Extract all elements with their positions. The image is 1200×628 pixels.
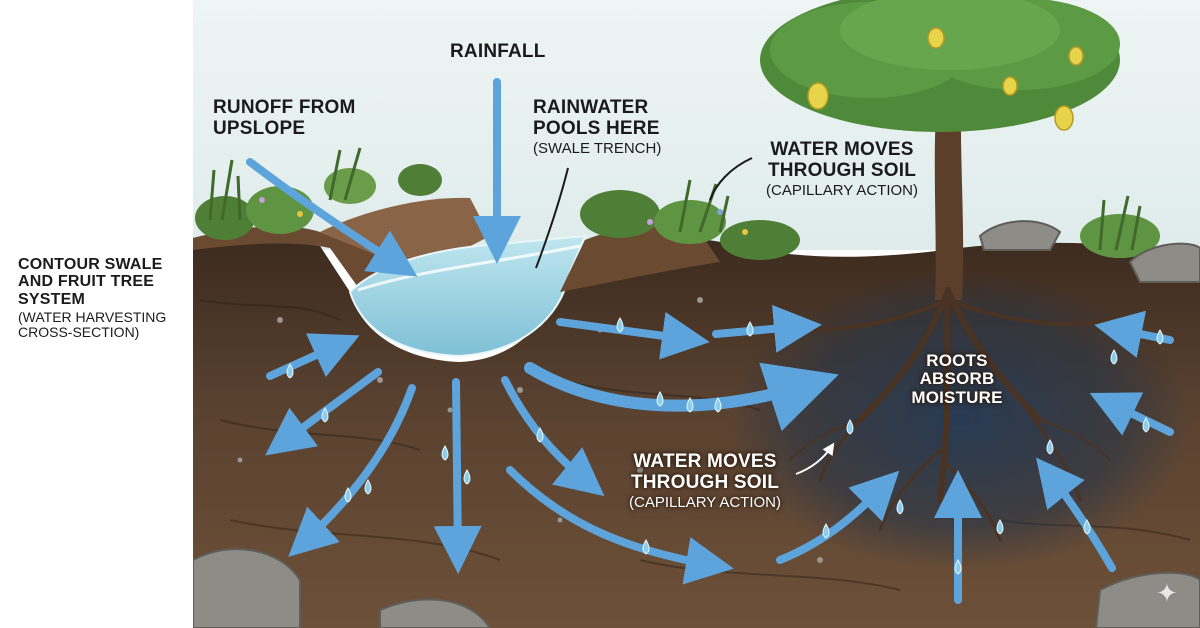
left-panel <box>0 0 193 628</box>
water-surface-highlight <box>357 244 581 292</box>
side-title-subheading: (WATER HARVESTING CROSS-SECTION) <box>18 308 167 340</box>
water-moves-top-heading: WATER MOVES THROUGH SOIL <box>767 139 917 181</box>
rainfall-label-text: RAINFALL <box>450 41 546 62</box>
water-moves-mid-heading: WATER MOVES THROUGH SOIL <box>630 451 780 493</box>
pools-label: RAINWATER POOLS HERE (SWALE TRENCH) <box>533 97 683 158</box>
water-flow-arrows <box>246 78 1174 604</box>
arrow-right-2 <box>712 304 822 353</box>
moves-top-pointer <box>709 157 753 201</box>
rainfall-label: RAINFALL <box>450 41 546 63</box>
arrow-up-left <box>1036 457 1116 572</box>
label-pointer-lines <box>535 157 835 475</box>
moves-mid-pointer <box>795 442 835 475</box>
arrow-in-from-right-2 <box>1089 392 1174 436</box>
left-bank <box>193 226 410 290</box>
arrow-down-right-1 <box>501 376 605 497</box>
pools-pointer <box>535 167 569 269</box>
arrow-down-right-2 <box>506 466 734 585</box>
runoff-arrow <box>246 158 418 277</box>
water-moves-top-label: WATER MOVES THROUGH SOIL (CAPILLARY ACTI… <box>762 139 922 200</box>
lemon-fruits <box>807 27 1084 131</box>
pools-label-heading: RAINWATER POOLS HERE <box>533 97 660 139</box>
side-title-heading: CONTOUR SWALE AND FRUIT TREE SYSTEM <box>18 256 163 308</box>
arrow-right-big <box>524 362 839 432</box>
runoff-label-text: RUNOFF FROM UPSLOPE <box>213 97 356 139</box>
arrow-left-up <box>266 333 360 380</box>
arrow-down-center <box>433 378 482 574</box>
water-moves-mid-label: WATER MOVES THROUGH SOIL (CAPILLARY ACTI… <box>620 451 790 512</box>
pools-label-sub: (SWALE TRENCH) <box>533 140 662 158</box>
arrow-down-left-2 <box>288 384 416 557</box>
runoff-label: RUNOFF FROM UPSLOPE <box>213 97 373 139</box>
arrow-up-right-1 <box>776 470 900 564</box>
roots-label: ROOTS ABSORB MOISTURE <box>902 351 1012 407</box>
side-title: CONTOUR SWALE AND FRUIT TREE SYSTEM (WAT… <box>18 256 188 340</box>
arrow-down-left-1 <box>265 368 382 456</box>
roots-label-text: ROOTS ABSORB MOISTURE <box>911 351 1003 407</box>
water-droplets <box>286 317 1164 575</box>
right-vegetation <box>1080 195 1160 258</box>
water-moves-top-sub: (CAPILLARY ACTION) <box>766 182 918 200</box>
water-moves-mid-sub: (CAPILLARY ACTION) <box>629 494 781 512</box>
sparkle-icon: ✦ <box>1156 578 1178 608</box>
arrow-right-1 <box>556 311 710 360</box>
fruit-tree <box>760 0 1120 300</box>
soil-pebbles <box>237 297 823 563</box>
mound-vegetation <box>580 179 800 260</box>
